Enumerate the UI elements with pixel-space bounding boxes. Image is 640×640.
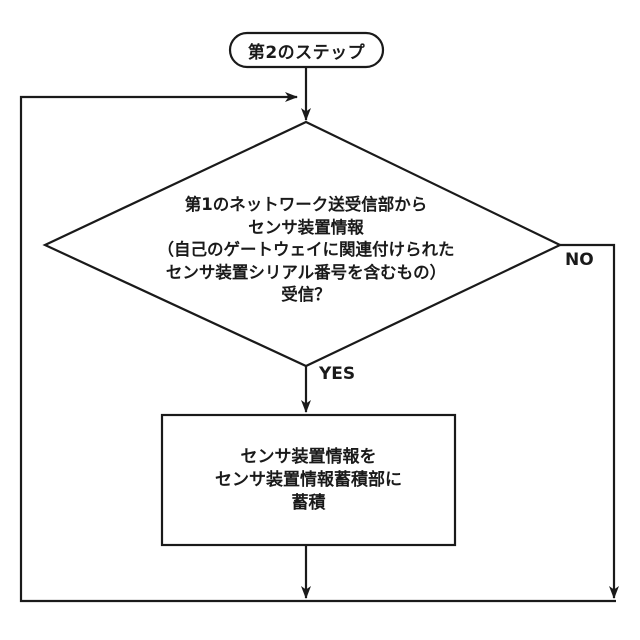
decision-text-line: （自己のゲートウェイに関連付けられた (157, 240, 455, 259)
decision-text-line: 第1のネットワーク送受信部から (184, 195, 428, 214)
no-branch-arrow (560, 243, 619, 599)
process-text-line: センサ装置情報蓄積部に (215, 469, 402, 490)
no-edge-label: NO (565, 250, 594, 270)
decision-text-line: 受信？ (281, 285, 331, 304)
decision-text-line: センサ装置情報 (248, 217, 364, 237)
yes-edge-label: YES (319, 364, 356, 384)
start-terminator-label: 第2のステップ (247, 42, 366, 63)
process-text-line: センサ装置情報を (240, 446, 377, 467)
decision-text-line: センサ装置シリアル番号を含むもの） (165, 262, 447, 282)
process-text-line: 蓄積 (291, 492, 326, 513)
process-box-shape (160, 413, 457, 547)
decision-text: 第1のネットワーク送受信部から センサ装置情報 （自己のゲートウェイに関連付けら… (116, 194, 496, 307)
process-text: センサ装置情報を センサ装置情報蓄積部に 蓄積 (162, 415, 455, 545)
loop-back-connector-arrow (19, 92, 616, 603)
